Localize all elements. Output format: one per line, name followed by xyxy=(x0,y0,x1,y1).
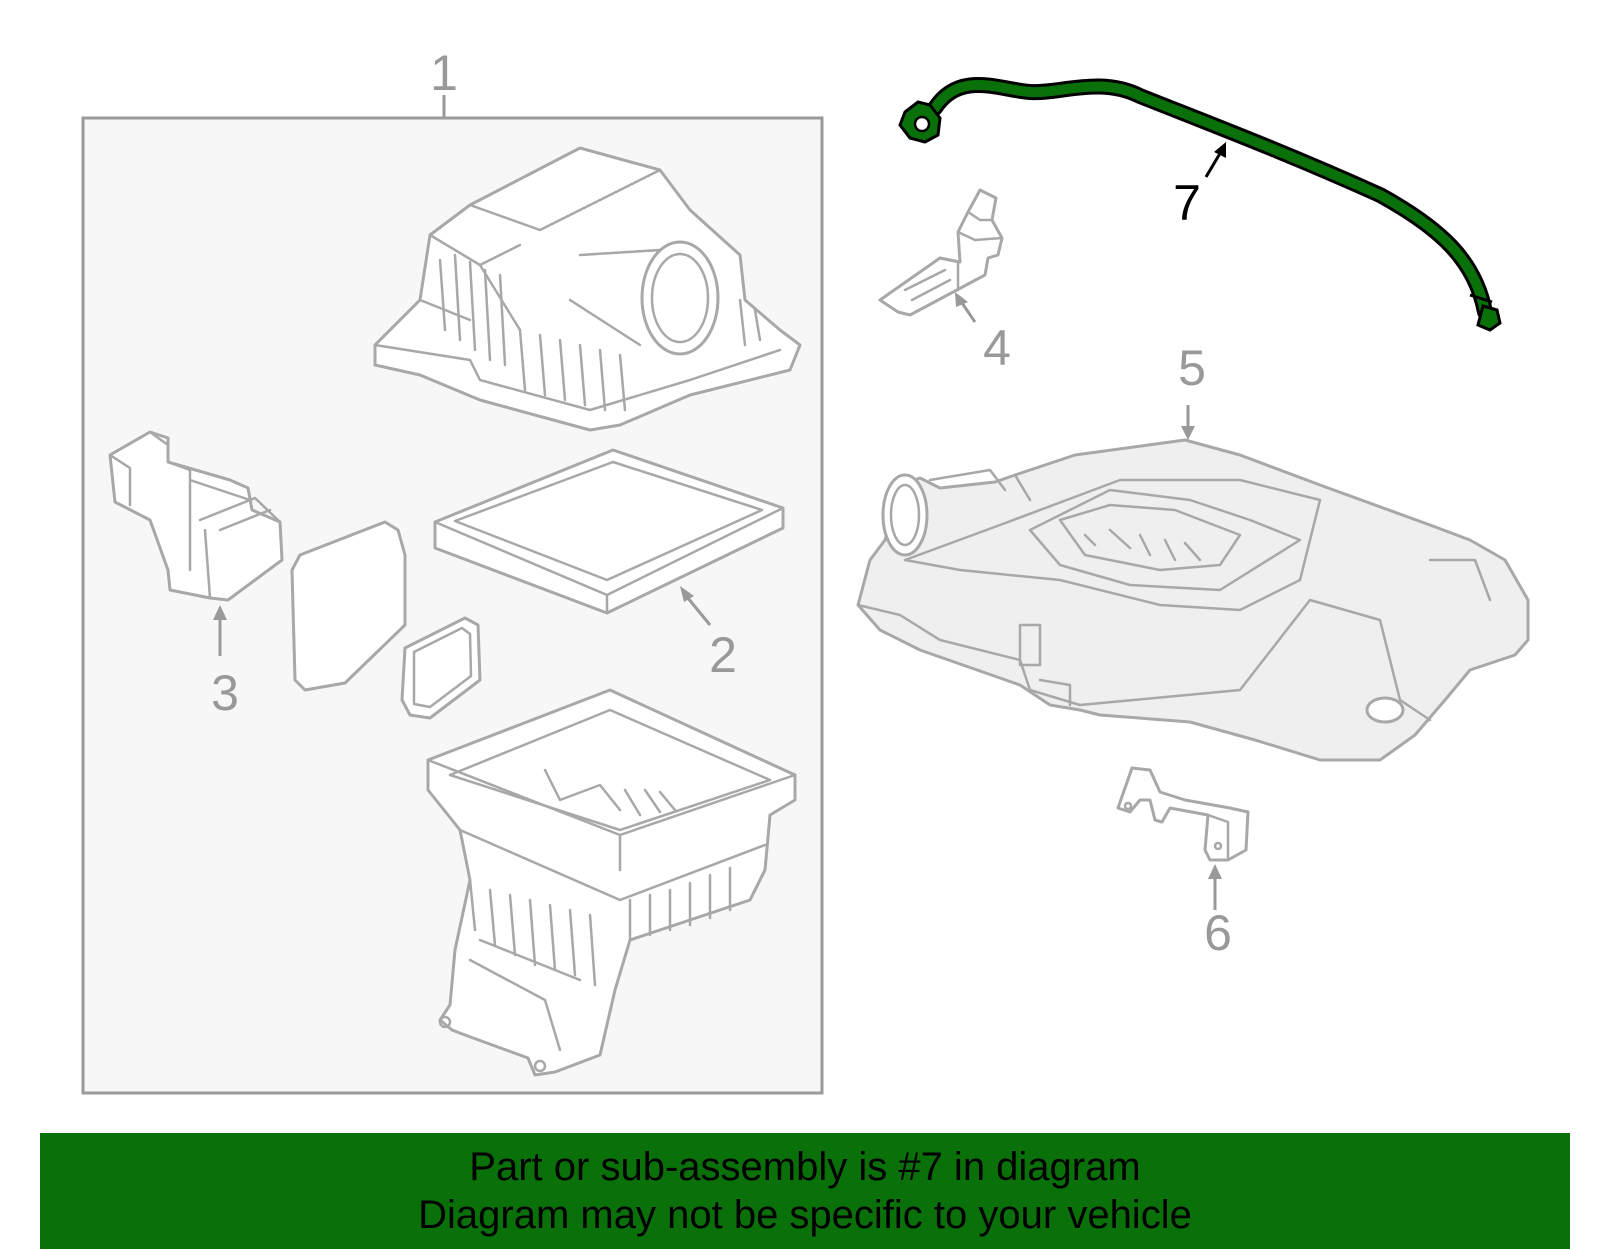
callout-6-arrow xyxy=(1208,864,1222,879)
callout-2: 2 xyxy=(709,627,737,683)
callout-6: 6 xyxy=(1204,905,1232,961)
callout-5-arrow xyxy=(1181,426,1195,440)
callout-3-arrow xyxy=(213,605,227,620)
banner-line-2: Diagram may not be specific to your vehi… xyxy=(418,1193,1192,1237)
callout-3: 3 xyxy=(211,665,239,721)
air-cleaner-upper-housing[interactable] xyxy=(373,146,802,432)
air-filter-element[interactable] xyxy=(433,448,785,615)
housing-seal-small[interactable] xyxy=(400,616,482,720)
callout-4: 4 xyxy=(983,320,1011,376)
callout-4-arrow xyxy=(955,292,968,307)
air-cleaner-lower-housing[interactable] xyxy=(426,688,797,1077)
callout-7-arrow xyxy=(1214,142,1226,158)
ventilation-hose[interactable] xyxy=(898,76,1502,332)
intake-duct[interactable] xyxy=(108,430,284,602)
housing-seal-large[interactable] xyxy=(290,520,407,692)
callout-5: 5 xyxy=(1178,340,1206,396)
engine-cover[interactable] xyxy=(856,438,1530,762)
callout-7: 7 xyxy=(1173,175,1201,231)
callout-2-arrow xyxy=(680,586,694,602)
callout-1: 1 xyxy=(430,45,458,101)
mass-airflow-sensor[interactable] xyxy=(878,188,1004,317)
banner-line-1: Part or sub-assembly is #7 in diagram xyxy=(469,1145,1141,1189)
cover-bracket[interactable] xyxy=(1116,766,1250,862)
info-banner: Part or sub-assembly is #7 in diagram Di… xyxy=(40,1133,1570,1249)
